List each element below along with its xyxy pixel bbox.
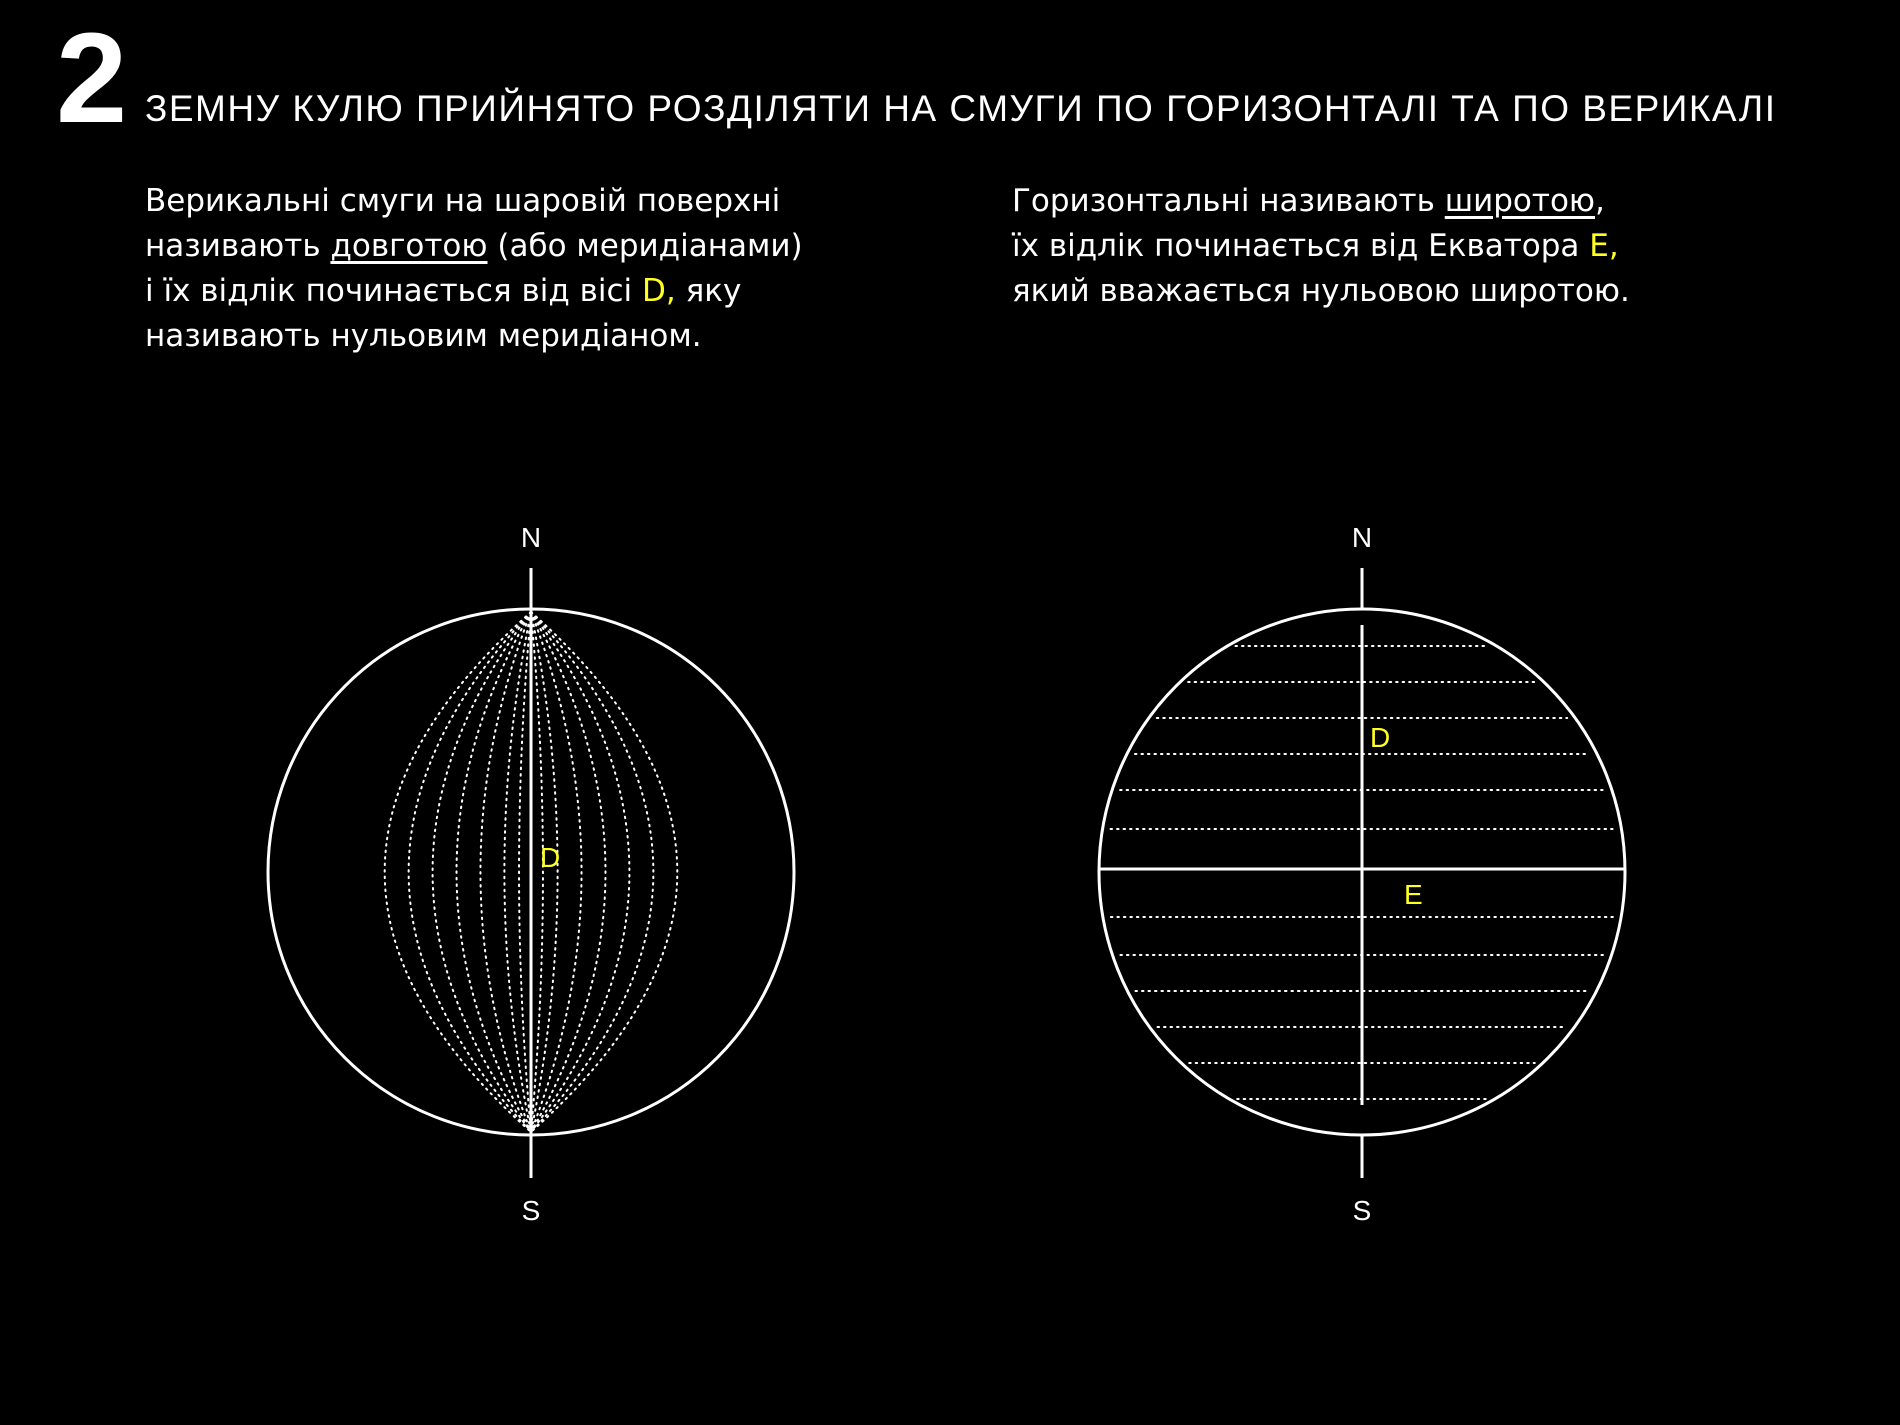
axis-d-label-left: D — [540, 842, 560, 873]
south-pole-label-left: S — [522, 1195, 541, 1226]
slide-heading: ЗЕМНУ КУЛЮ ПРИЙНЯТО РОЗДІЛЯТИ НА СМУГИ П… — [145, 88, 1777, 129]
meridian-line — [518, 611, 532, 1133]
equator-e-label: E — [1404, 879, 1423, 910]
longitude-line-4: називають нульовим меридіаном. — [145, 318, 702, 354]
north-pole-label-right: N — [1352, 522, 1372, 553]
north-pole-label-left: N — [521, 522, 541, 553]
latitude-line-1-end: , — [1595, 183, 1605, 219]
longitude-globe: N S D — [266, 522, 796, 1226]
meridian-line — [503, 611, 532, 1133]
meridian-line — [431, 611, 532, 1133]
meridian-lines — [383, 611, 679, 1133]
longitude-description: Верикальні смуги на шаровій поверхні наз… — [145, 179, 803, 359]
longitude-line-2-end: (або меридіанами) — [487, 228, 803, 264]
latitude-globe: N S D E — [1097, 522, 1627, 1226]
longitude-line-3: і їх відлік починається від вісі D, яку — [145, 269, 803, 314]
latitude-description: Горизонтальні називають широтою, їх відл… — [1012, 179, 1630, 314]
meridian-line — [530, 611, 679, 1133]
longitude-line-2-start: називають — [145, 228, 331, 264]
meridian-line — [530, 611, 583, 1133]
longitude-line-1: Верикальні смуги на шаровій поверхні — [145, 183, 781, 219]
axis-d-label-right: D — [1370, 722, 1390, 753]
latitude-line-2-start: їх відлік починається від Екватора — [1012, 228, 1590, 264]
latitude-line-3: який вважається нульовою широтою. — [1012, 273, 1630, 309]
meridian-line — [455, 611, 532, 1133]
south-pole-label-right: S — [1353, 1195, 1372, 1226]
meridian-line — [479, 611, 532, 1133]
meridian-line — [530, 611, 544, 1133]
longitude-line-3-start: і їх відлік починається від вісі — [145, 273, 643, 309]
longitude-line-3-end: яку — [675, 273, 742, 309]
latitude-line-2: їх відлік починається від Екватора E, — [1012, 224, 1630, 269]
meridian-line — [530, 611, 607, 1133]
meridian-line — [530, 611, 631, 1133]
slide-number: 2 — [56, 7, 128, 150]
meridian-line — [407, 611, 532, 1133]
axis-d-reference: D, — [642, 273, 676, 309]
latitude-line-1: Горизонтальні називають широтою, — [1012, 179, 1630, 224]
longitude-line-2: називають довготою (або меридіанами) — [145, 224, 803, 269]
latitude-term: широтою — [1444, 183, 1596, 219]
meridian-line — [383, 611, 532, 1133]
meridian-line — [530, 611, 559, 1133]
equator-e-reference: E, — [1589, 228, 1619, 264]
longitude-term: довготою — [330, 228, 488, 264]
meridian-line — [530, 611, 655, 1133]
latitude-line-1-start: Горизонтальні називають — [1012, 183, 1445, 219]
